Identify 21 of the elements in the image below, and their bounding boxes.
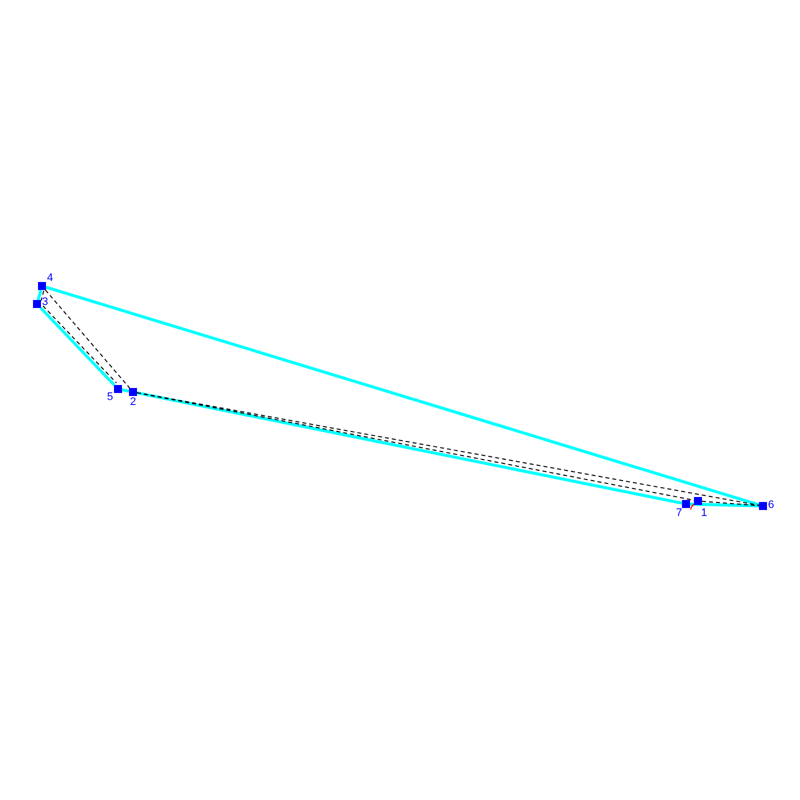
outline-edge [36, 290, 42, 300]
vertex-marker [114, 385, 122, 393]
vertex-marker [682, 500, 690, 508]
dashed-line [40, 290, 44, 302]
vertex-marker [694, 497, 702, 505]
vertex-marker [759, 502, 767, 510]
vertex-number: 2 [130, 397, 136, 408]
vertex-number: 6 [768, 500, 774, 511]
dashed-line [702, 500, 760, 506]
vertex-number: 1 [701, 508, 708, 519]
dashed-line [44, 290, 130, 388]
vertex-number: 5 [107, 392, 114, 403]
vertex-number: 3 [42, 297, 48, 308]
vertex-marker [38, 282, 46, 290]
outline-edge [46, 286, 760, 506]
outline-edge [122, 388, 130, 393]
vertex-number: 4 [47, 273, 54, 284]
vertex-marker [33, 300, 41, 308]
vertex-number: 7 [676, 508, 682, 519]
vertex-marker [129, 388, 137, 396]
outline-edge [690, 502, 760, 508]
